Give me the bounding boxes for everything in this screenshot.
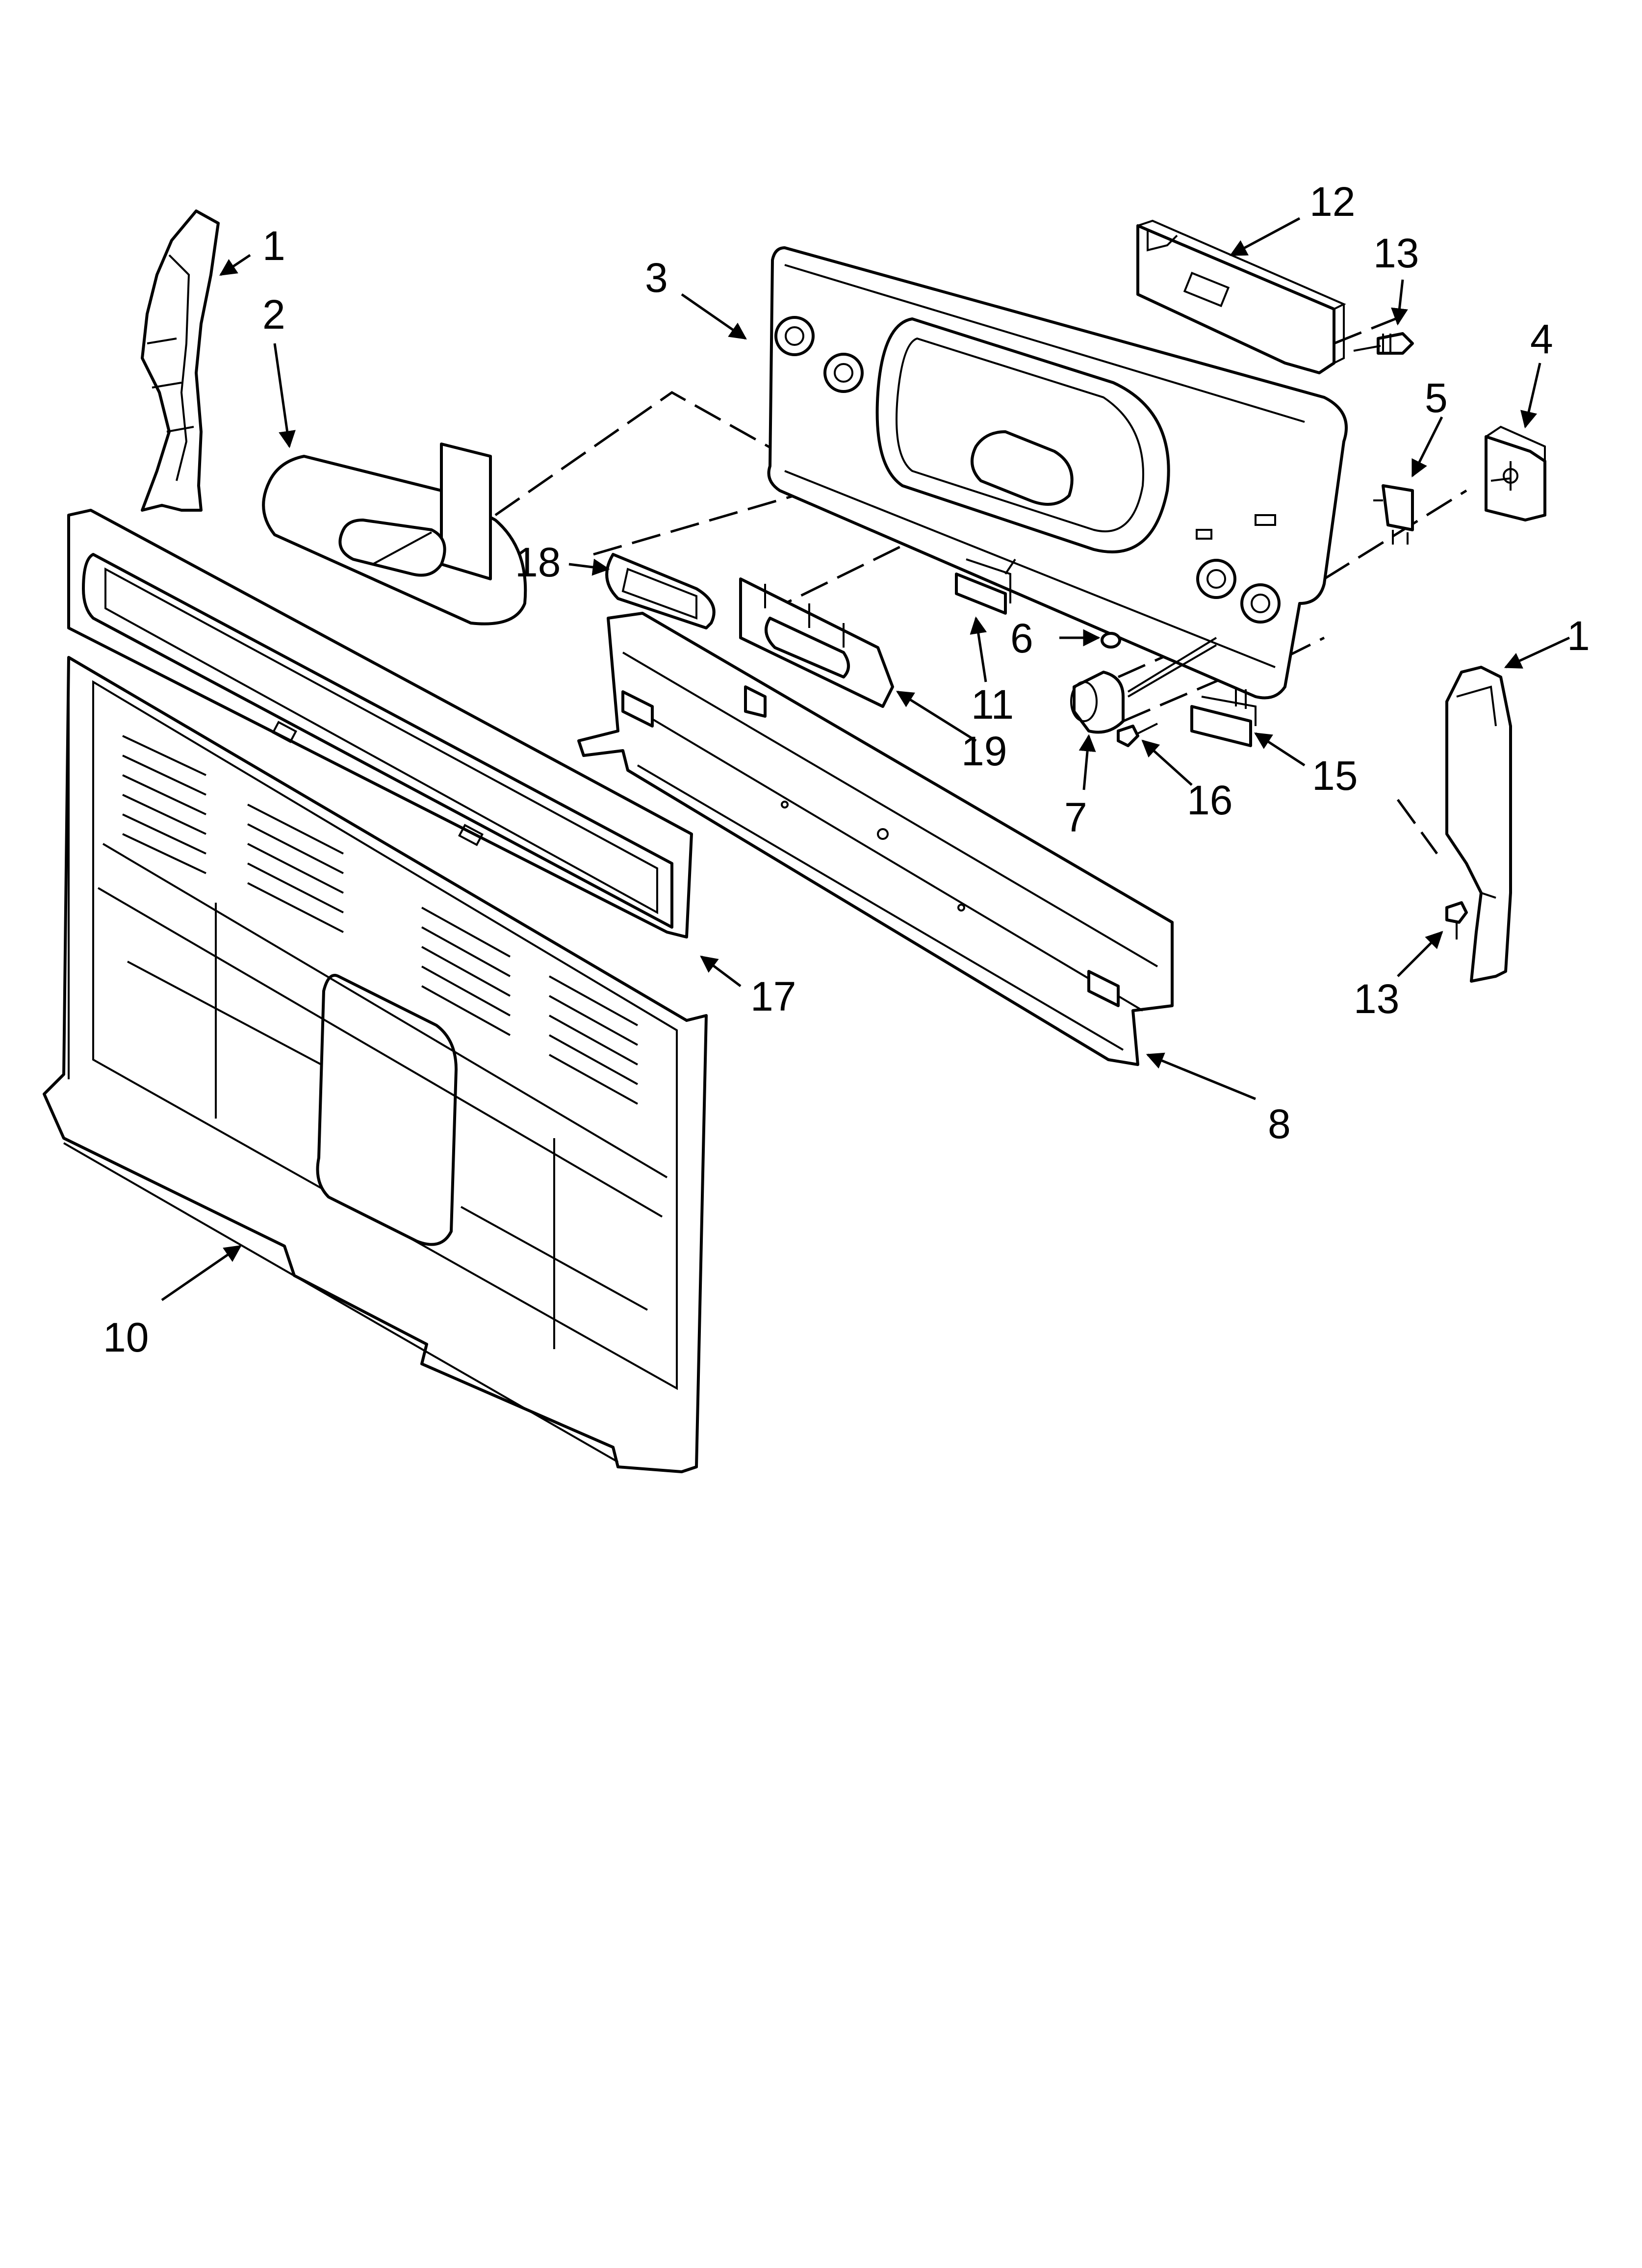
callout-1-left: 1 xyxy=(262,223,285,269)
part-15-switch xyxy=(1190,687,1257,747)
callout-6: 6 xyxy=(1010,615,1033,661)
part-17-frame-panel xyxy=(67,509,693,938)
callout-8: 8 xyxy=(1268,1101,1291,1147)
part-1-left-end-cap xyxy=(141,209,220,512)
callout-19: 19 xyxy=(961,728,1007,774)
callout-12: 12 xyxy=(1309,179,1355,225)
callout-5: 5 xyxy=(1425,375,1448,421)
callout-labels: 1 2 3 12 13 4 5 18 6 11 19 1 7 16 15 17 … xyxy=(103,179,1590,1360)
callout-11: 11 xyxy=(971,681,1014,728)
callout-10: 10 xyxy=(103,1314,149,1360)
part-12-electronic-control xyxy=(1136,219,1346,374)
part-4-switch-block xyxy=(1485,425,1546,521)
part-16-screw xyxy=(1117,723,1158,747)
part-13-screw-lower xyxy=(1445,901,1468,939)
leader-lines xyxy=(161,217,1570,1302)
callout-15: 15 xyxy=(1312,753,1358,799)
louvers-left xyxy=(122,735,638,1105)
part-1-right-end-cap xyxy=(1445,666,1512,983)
callout-2: 2 xyxy=(262,291,285,338)
part-3-control-console xyxy=(767,246,1348,700)
part-2-overlay xyxy=(262,443,527,626)
part-8-rail xyxy=(577,612,1174,1066)
callout-4: 4 xyxy=(1530,316,1553,362)
callout-13-upper: 13 xyxy=(1373,230,1419,276)
part-5-switch xyxy=(1373,484,1414,545)
part-19-bracket xyxy=(739,577,894,708)
part-7-knob xyxy=(1070,637,1217,734)
part-13-screw-upper xyxy=(1353,332,1414,355)
callout-1-right: 1 xyxy=(1567,613,1590,659)
callout-13-lower: 13 xyxy=(1354,976,1399,1022)
callout-18: 18 xyxy=(515,539,561,585)
callout-17: 17 xyxy=(750,973,796,1019)
part-6-screw xyxy=(1101,632,1121,649)
callout-7: 7 xyxy=(1064,794,1087,840)
part-11-rocker-switch xyxy=(955,558,1016,615)
callout-16: 16 xyxy=(1187,777,1232,823)
part-10-rear-panel xyxy=(43,656,708,1473)
callout-3: 3 xyxy=(645,255,668,301)
